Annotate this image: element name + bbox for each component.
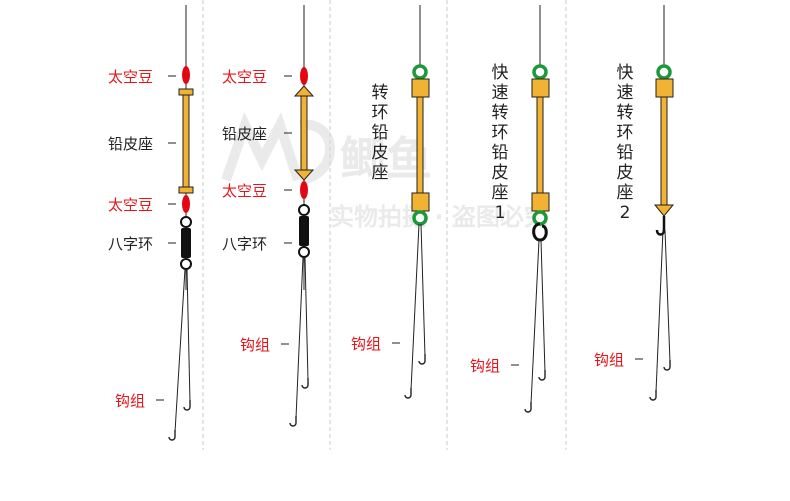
hook-line-left — [655, 229, 664, 393]
green-ring-top — [412, 64, 428, 80]
swivel-ring-top — [298, 204, 310, 216]
swivel-ring-bottom — [298, 246, 310, 258]
green-ring-bottom — [412, 210, 428, 226]
sinker-block-bottom — [531, 192, 550, 212]
sinker-seat-cap-top — [178, 88, 194, 96]
hook-line-left — [295, 256, 304, 419]
swivel-body — [181, 228, 191, 258]
label-swivel: 八字环 — [222, 235, 267, 253]
label-bead-bottom: 太空豆 — [108, 196, 153, 214]
hook-left — [168, 430, 176, 441]
hook-line-left — [410, 223, 420, 391]
sinker-block-top — [411, 78, 430, 98]
hook-right — [183, 400, 191, 411]
hook-left — [649, 390, 657, 401]
hook-right — [418, 354, 426, 365]
panel-dividers — [202, 0, 567, 450]
sinker-seat-body — [536, 96, 544, 194]
sinker-seat-cap-bottom — [178, 186, 194, 194]
label-swivel: 八字环 — [108, 235, 153, 253]
watermark-tagline: 实物拍摄 · 盗图必究 — [330, 203, 548, 231]
hook-right — [301, 378, 309, 389]
space-bean-top — [182, 66, 190, 84]
sinker-seat-cone-bottom — [653, 204, 675, 217]
watermark: 鲫鱼 实物拍摄 · 盗图必究 — [221, 111, 548, 231]
hook-line-right — [540, 239, 546, 373]
label-bead-top: 太空豆 — [108, 68, 153, 86]
hook-line-right — [420, 223, 426, 357]
space-bean-bottom — [300, 181, 308, 199]
hook-left — [404, 388, 412, 399]
sinker-seat-body — [182, 94, 190, 188]
label-hook-group: 钩组 — [594, 351, 624, 369]
hook-left — [524, 402, 532, 413]
space-bean-bottom — [182, 195, 190, 213]
sinker-seat-body — [660, 96, 668, 206]
hook-line-left — [530, 239, 540, 405]
hook-line-right — [186, 268, 191, 403]
rig-panel-2: 太空豆 铅皮座 太空豆 八字环 钩组 — [222, 5, 315, 427]
hook-right — [663, 360, 671, 371]
sinker-seat-cone-top — [293, 85, 315, 97]
green-ring-top — [656, 64, 672, 80]
swivel-body — [299, 216, 309, 246]
hook-right — [538, 370, 546, 381]
swivel-ring-top — [180, 216, 192, 228]
space-bean-top — [300, 67, 308, 85]
rig-panel-1: 太空豆 铅皮座 太空豆 八字环 钩组 — [108, 5, 194, 441]
sinker-block-top — [531, 78, 550, 98]
label-hook-group: 钩组 — [240, 336, 270, 354]
sinker-seat-body — [416, 96, 424, 194]
quick-hook-clip — [655, 216, 666, 236]
hook-line-right — [304, 256, 309, 381]
rig-panel-3: 转环铅皮座 钩组 — [351, 5, 430, 399]
sinker-block-bottom — [411, 192, 430, 212]
sinker-seat-body — [300, 95, 308, 171]
sinker-seat-cone-bottom — [293, 169, 315, 181]
green-ring-top — [532, 64, 548, 80]
hook-left — [289, 416, 297, 427]
label-bead-top: 太空豆 — [222, 68, 267, 86]
label-hook-group: 钩组 — [351, 335, 381, 353]
quick-snap — [532, 222, 548, 242]
watermark-logo — [221, 111, 335, 185]
label-sinker-seat: 铅皮座 — [222, 125, 267, 143]
label-bead-bottom: 太空豆 — [222, 182, 267, 200]
label-hook-group: 钩组 — [470, 357, 500, 375]
hook-line-left — [174, 268, 186, 433]
green-ring-bottom — [532, 210, 548, 226]
hook-line-right — [664, 229, 671, 363]
sinker-block-top — [655, 78, 674, 98]
label-sinker-seat: 铅皮座 — [108, 135, 153, 153]
label-vertical-title: 转环铅皮座 — [372, 83, 389, 183]
label-hook-group: 钩组 — [115, 392, 145, 410]
swivel-ring-bottom — [180, 258, 192, 270]
